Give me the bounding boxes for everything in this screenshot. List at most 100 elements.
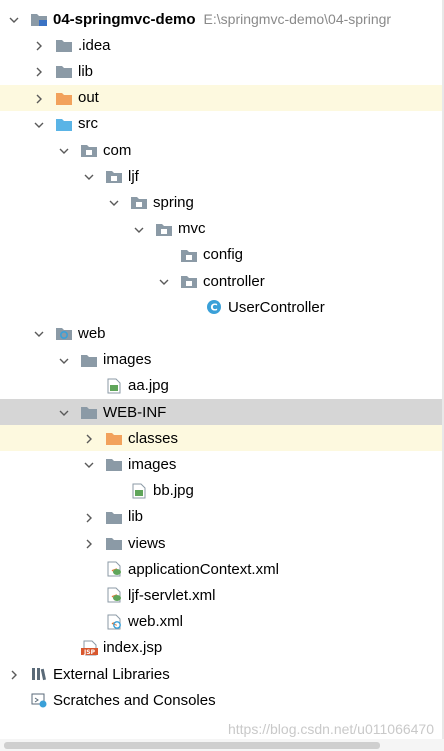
tree-item-src[interactable]: src <box>0 111 444 137</box>
chevron-down-icon[interactable] <box>8 13 20 25</box>
chevron-spacer <box>83 380 95 392</box>
chevron-down-icon[interactable] <box>83 458 95 470</box>
tree-item-ljf[interactable]: ljf <box>0 163 444 189</box>
tree-item-label: spring <box>153 193 194 211</box>
chevron-down-icon[interactable] <box>158 275 170 287</box>
tree-item-config[interactable]: config <box>0 242 444 268</box>
chevron-right-icon[interactable] <box>33 39 45 51</box>
source-folder-icon <box>55 116 73 132</box>
tree-item-label: aa.jpg <box>128 377 169 395</box>
chevron-down-icon[interactable] <box>133 223 145 235</box>
class-icon: C <box>205 299 223 315</box>
package-icon <box>130 194 148 210</box>
folder-icon <box>80 352 98 368</box>
tree-item-aa-jpg[interactable]: aa.jpg <box>0 373 444 399</box>
tree-item-images[interactable]: images <box>0 347 444 373</box>
tree-item-index-jsp[interactable]: JSP index.jsp <box>0 635 444 661</box>
tree-item-label: views <box>128 534 166 552</box>
tree-item-external-libraries[interactable]: External Libraries <box>0 661 444 687</box>
module-folder-icon <box>30 11 48 27</box>
chevron-right-icon[interactable] <box>8 668 20 680</box>
tree-item-label: images <box>103 351 152 369</box>
tree-item-label: ljf <box>128 167 139 185</box>
tree-item-label: controller <box>203 272 265 290</box>
chevron-right-icon[interactable] <box>33 65 45 77</box>
tree-item-label: lib <box>78 62 94 80</box>
tree-item-label: 04-springmvc-demo <box>53 10 196 28</box>
tree-item-label: index.jsp <box>103 639 163 657</box>
tree-item-out[interactable]: out <box>0 84 444 111</box>
chevron-spacer <box>183 301 195 313</box>
package-icon <box>155 221 173 237</box>
tree-item-web[interactable]: web <box>0 320 444 346</box>
chevron-right-icon[interactable] <box>33 92 45 104</box>
svg-text:JSP: JSP <box>83 649 96 656</box>
tree-item-mvc[interactable]: mvc <box>0 216 444 242</box>
chevron-right-icon[interactable] <box>83 537 95 549</box>
chevron-right-icon[interactable] <box>83 432 95 444</box>
image-file-icon <box>130 483 148 499</box>
chevron-down-icon[interactable] <box>58 354 70 366</box>
tree-item-images[interactable]: images <box>0 451 444 477</box>
tree-item-classes[interactable]: classes <box>0 425 444 452</box>
tree-item-04-springmvc-demo[interactable]: 04-springmvc-demo E:\springmvc-demo\04-sp… <box>0 6 444 32</box>
chevron-down-icon[interactable] <box>58 406 70 418</box>
folder-icon <box>80 404 98 420</box>
tree-item--idea[interactable]: .idea <box>0 32 444 58</box>
tree-item-usercontroller[interactable]: C UserController <box>0 294 444 320</box>
watermark: https://blog.csdn.net/u011066470 <box>227 721 434 737</box>
package-icon <box>80 142 98 158</box>
horizontal-scrollbar[interactable] <box>0 739 444 751</box>
web-xml-icon: < <box>105 614 123 630</box>
tree-item-label: .idea <box>78 36 111 54</box>
horizontal-scrollbar-thumb[interactable] <box>4 742 380 749</box>
web-folder-icon <box>55 325 73 341</box>
tree-item-label: WEB-INF <box>103 403 167 421</box>
libraries-icon <box>30 666 48 682</box>
chevron-spacer <box>83 589 95 601</box>
tree-item-applicationcontext-xml[interactable]: <applicationContext.xml <box>0 556 444 582</box>
chevron-spacer <box>83 563 95 575</box>
folder-icon <box>55 37 73 53</box>
chevron-spacer <box>158 249 170 261</box>
jsp-file-icon: JSP <box>80 640 98 656</box>
tree-item-label: ljf-servlet.xml <box>128 586 216 604</box>
chevron-spacer <box>58 642 70 654</box>
tree-item-ljf-servlet-xml[interactable]: <ljf-servlet.xml <box>0 582 444 608</box>
chevron-down-icon[interactable] <box>33 327 45 339</box>
chevron-spacer <box>83 616 95 628</box>
tree-item-web-xml[interactable]: < web.xml <box>0 609 444 635</box>
tree-item-web-inf[interactable]: WEB-INF <box>0 399 444 425</box>
folder-icon <box>105 509 123 525</box>
tree-item-bb-jpg[interactable]: bb.jpg <box>0 478 444 504</box>
tree-item-label: out <box>78 89 99 107</box>
chevron-down-icon[interactable] <box>108 196 120 208</box>
package-icon <box>180 247 198 263</box>
chevron-right-icon[interactable] <box>83 511 95 523</box>
tree-item-lib[interactable]: lib <box>0 504 444 530</box>
chevron-down-icon[interactable] <box>33 118 45 130</box>
spring-xml-icon: < <box>105 561 123 577</box>
folder-icon <box>105 535 123 551</box>
tree-item-spring[interactable]: spring <box>0 189 444 215</box>
tree-item-label: External Libraries <box>53 665 170 683</box>
tree-item-views[interactable]: views <box>0 530 444 556</box>
package-icon <box>105 168 123 184</box>
chevron-down-icon[interactable] <box>58 144 70 156</box>
tree-item-com[interactable]: com <box>0 137 444 163</box>
tree-item-label: bb.jpg <box>153 482 194 500</box>
excluded-folder-icon <box>55 90 73 106</box>
tree-item-label: UserController <box>228 298 325 316</box>
tree-item-label: src <box>78 115 98 133</box>
tree-item-label: web.xml <box>128 613 184 631</box>
tree-item-lib[interactable]: lib <box>0 58 444 84</box>
vertical-scrollbar[interactable] <box>442 0 444 751</box>
module-path: E:\springmvc-demo\04-springr <box>203 11 392 27</box>
tree-item-label: images <box>128 455 177 473</box>
tree-item-controller[interactable]: controller <box>0 268 444 294</box>
tree-item-label: classes <box>128 429 179 447</box>
tree-item-label: mvc <box>178 220 206 238</box>
tree-item-label: lib <box>128 508 144 526</box>
tree-item-scratches-and-consoles[interactable]: Scratches and Consoles <box>0 687 444 713</box>
chevron-down-icon[interactable] <box>83 170 95 182</box>
